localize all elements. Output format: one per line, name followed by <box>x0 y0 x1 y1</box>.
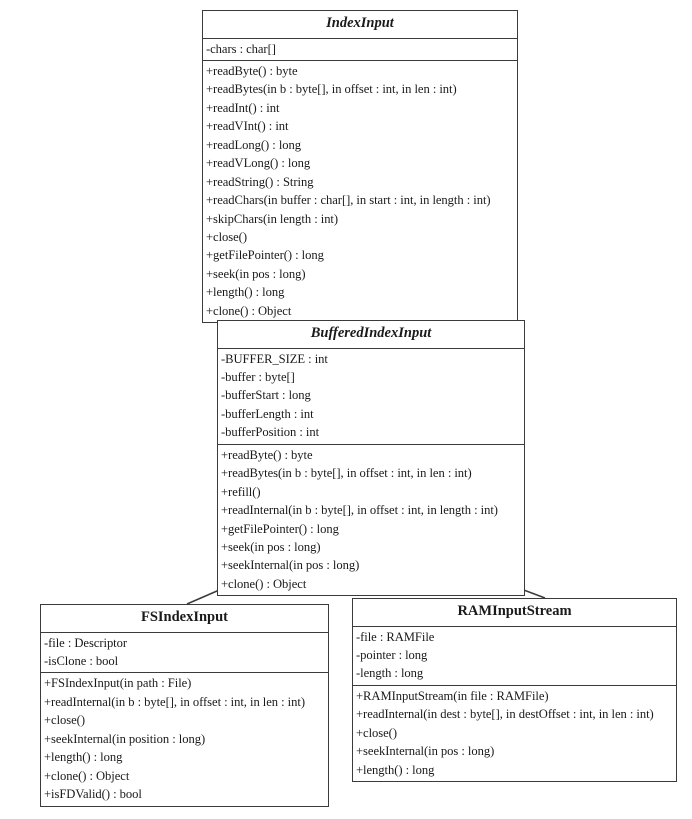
operation: +clone() : Object <box>44 768 130 783</box>
operation: +close() <box>206 229 247 244</box>
operation: +readString() : String <box>206 174 314 189</box>
uml-class-raminputstream[interactable]: RAMInputStream -file : RAMFile -pointer … <box>352 598 677 783</box>
operation: +RAMInputStream(in file : RAMFile) <box>356 688 549 703</box>
operations-compartment-indexinput: +readByte() : byte +readBytes(in b : byt… <box>203 61 517 322</box>
attribute: -file : RAMFile <box>356 629 435 644</box>
operations-compartment-fsindexinput: +FSIndexInput(in path : File) +readInter… <box>41 673 328 805</box>
attributes-compartment-fsindexinput: -file : Descriptor -isClone : bool <box>41 633 328 674</box>
operation: +readVLong() : long <box>206 156 311 171</box>
operation: +getFilePointer() : long <box>221 521 339 536</box>
attribute: -isClone : bool <box>44 654 119 668</box>
operation: +refill() <box>221 484 261 499</box>
operation: +skipChars(in length : int) <box>206 211 339 226</box>
operations-compartment-bufferedindexinput: +readByte() : byte +readBytes(in b : byt… <box>218 445 524 596</box>
operation: +readVInt() : int <box>206 119 289 134</box>
operation: +seekInternal(in pos : long) <box>356 744 495 759</box>
operation: +seekInternal(in pos : long) <box>221 558 360 573</box>
attributes-compartment-indexinput: -chars : char[] <box>203 39 517 61</box>
class-name-fsindexinput: FSIndexInput <box>41 605 328 633</box>
attribute: -length : long <box>356 666 424 681</box>
class-name-bufferedindexinput: BufferedIndexInput <box>218 321 524 349</box>
attribute: -chars : char[] <box>206 41 276 56</box>
operation: +clone() : Object <box>206 303 292 318</box>
operation: +seekInternal(in position : long) <box>44 731 206 746</box>
operation: +readBytes(in b : byte[], in offset : in… <box>221 466 472 481</box>
attributes-compartment-bufferedindexinput: -BUFFER_SIZE : int -buffer : byte[] -buf… <box>218 349 524 445</box>
operation: +readInternal(in b : byte[], in offset :… <box>44 694 305 709</box>
operation: +readLong() : long <box>206 137 302 152</box>
class-name-indexinput: IndexInput <box>203 11 517 39</box>
attribute: -buffer : byte[] <box>221 370 295 384</box>
attribute: -file : Descriptor <box>44 635 128 650</box>
attribute: -bufferLength : int <box>221 406 314 421</box>
operation: +readByte() : byte <box>221 447 313 462</box>
operation: +clone() : Object <box>221 576 307 591</box>
operation: +readBytes(in b : byte[], in offset : in… <box>206 82 457 97</box>
attribute: -pointer : long <box>356 648 428 662</box>
operation: +length() : long <box>44 750 123 765</box>
operation: +length() : long <box>206 285 285 300</box>
uml-class-fsindexinput[interactable]: FSIndexInput -file : Descriptor -isClone… <box>40 604 329 807</box>
operation: +seek(in pos : long) <box>221 539 321 554</box>
attribute: -BUFFER_SIZE : int <box>221 351 328 366</box>
operation: +close() <box>356 725 397 740</box>
operation: +seek(in pos : long) <box>206 266 306 281</box>
operation: +length() : long <box>356 762 435 777</box>
uml-class-bufferedindexinput[interactable]: BufferedIndexInput -BUFFER_SIZE : int -b… <box>217 320 525 597</box>
attributes-compartment-raminputstream: -file : RAMFile -pointer : long -length … <box>353 627 676 686</box>
operation: +readByte() : byte <box>206 64 298 78</box>
operation: +isFDValid() : bool <box>44 787 142 802</box>
uml-class-indexinput[interactable]: IndexInput -chars : char[] +readByte() :… <box>202 10 518 324</box>
attribute: -bufferStart : long <box>221 388 311 403</box>
operation: +readInt() : int <box>206 100 280 115</box>
operation: +readInternal(in dest : byte[], in destO… <box>356 707 654 722</box>
operation: +readChars(in buffer : char[], in start … <box>206 193 491 208</box>
operation: +FSIndexInput(in path : File) <box>44 676 192 691</box>
class-name-raminputstream: RAMInputStream <box>353 599 676 627</box>
operation: +close() <box>44 713 85 728</box>
operations-compartment-raminputstream: +RAMInputStream(in file : RAMFile) +read… <box>353 686 676 781</box>
operation: +getFilePointer() : long <box>206 248 324 263</box>
operation: +readInternal(in b : byte[], in offset :… <box>221 503 498 518</box>
attribute: -bufferPosition : int <box>221 425 320 440</box>
